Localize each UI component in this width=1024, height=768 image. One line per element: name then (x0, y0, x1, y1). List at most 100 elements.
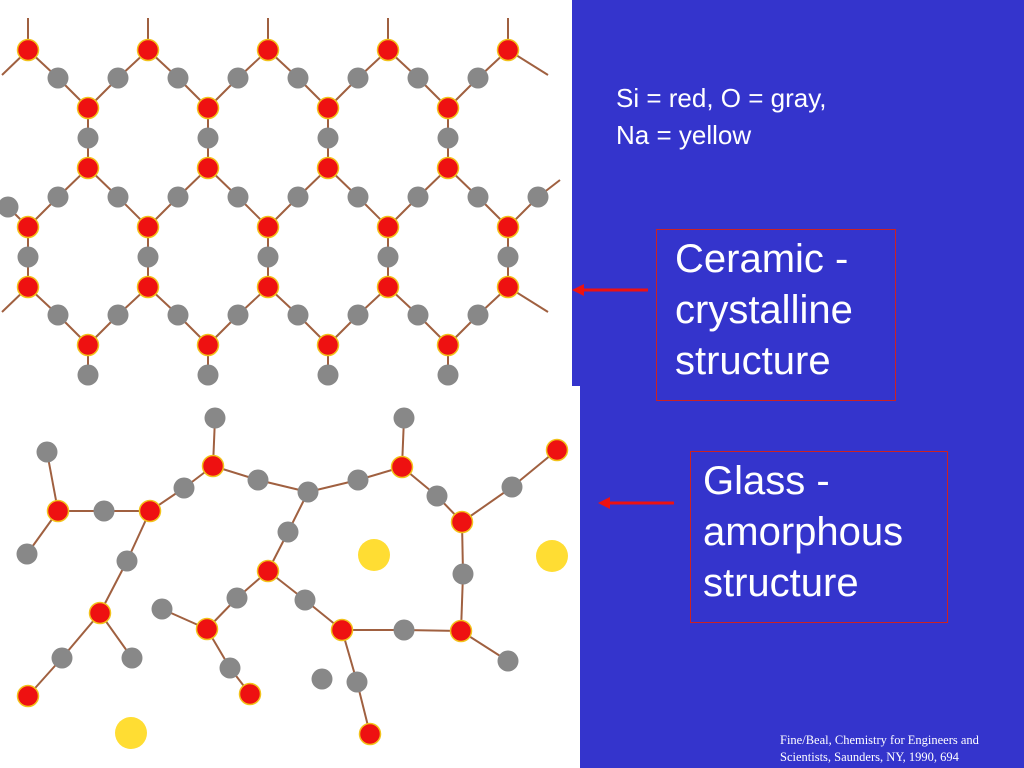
oxygen-atom (257, 246, 279, 268)
silicon-atom (449, 619, 473, 643)
silicon-atom (545, 438, 569, 462)
silicon-atom (136, 275, 160, 299)
oxygen-atom (294, 589, 316, 611)
silicon-atom (256, 275, 280, 299)
silicon-atom (76, 96, 100, 120)
oxygen-atom (77, 364, 99, 386)
glass-label-box: Glass - amorphous structure (690, 451, 948, 623)
oxygen-atom (467, 186, 489, 208)
oxygen-atom (426, 485, 448, 507)
sodium-atom (115, 717, 147, 749)
arrow-left-icon (572, 284, 648, 296)
oxygen-atom (16, 543, 38, 565)
amorphous-structure-diagram (0, 386, 580, 768)
oxygen-atom (167, 67, 189, 89)
silicon-atom (256, 559, 280, 583)
oxygen-atom (51, 647, 73, 669)
oxygen-atom (47, 67, 69, 89)
oxygen-atom (347, 186, 369, 208)
oxygen-atom (107, 186, 129, 208)
silicon-atom (16, 215, 40, 239)
oxygen-atom (226, 587, 248, 609)
silicon-atom (136, 215, 160, 239)
oxygen-atom (393, 407, 415, 429)
silicon-atom (496, 275, 520, 299)
oxygen-atom (17, 246, 39, 268)
glass-label-line-2: amorphous (703, 510, 904, 554)
silicon-atom (46, 499, 70, 523)
oxygen-atom (287, 304, 309, 326)
silicon-atom (201, 454, 225, 478)
oxygen-atom (347, 304, 369, 326)
oxygen-atom (167, 186, 189, 208)
silicon-atom (376, 275, 400, 299)
oxygen-atom (151, 598, 173, 620)
silicon-atom (256, 38, 280, 62)
sodium-atom (536, 540, 568, 572)
oxygen-atom (407, 304, 429, 326)
crystalline-lattice-svg (0, 18, 561, 386)
arrow-left-icon (598, 497, 674, 509)
silicon-atom (316, 333, 340, 357)
oxygen-atom (227, 304, 249, 326)
silicon-atom (196, 96, 220, 120)
silicon-atom (138, 499, 162, 523)
silicon-atom (88, 601, 112, 625)
silicon-atom (76, 156, 100, 180)
crystalline-structure-diagram (0, 0, 572, 386)
silicon-atom (358, 722, 382, 746)
silicon-atom (496, 38, 520, 62)
oxygen-atom (116, 550, 138, 572)
oxygen-atom (407, 67, 429, 89)
citation-line-1: Fine/Beal, Chemistry for Engineers and (780, 733, 979, 747)
oxygen-atom (377, 246, 399, 268)
oxygen-atom (287, 67, 309, 89)
atom-color-legend: Si = red, O = gray, Na = yellow (616, 80, 827, 154)
oxygen-atom (311, 668, 333, 690)
silicon-atom (16, 38, 40, 62)
oxygen-atom (467, 67, 489, 89)
oxygen-atom (407, 186, 429, 208)
silicon-atom (238, 682, 262, 706)
silicon-atom (436, 156, 460, 180)
silicon-atom (196, 156, 220, 180)
silicon-atom (450, 510, 474, 534)
silicon-atom (195, 617, 219, 641)
ceramic-label-line-3: structure (675, 339, 831, 383)
silicon-atom (316, 96, 340, 120)
oxygen-atom (197, 127, 219, 149)
oxygen-atom (93, 500, 115, 522)
oxygen-atom (497, 246, 519, 268)
oxygen-atom (317, 364, 339, 386)
silicon-atom (436, 96, 460, 120)
oxygen-atom (437, 364, 459, 386)
citation-line-2: Scientists, Saunders, NY, 1990, 694 (780, 750, 959, 764)
oxygen-atom (227, 67, 249, 89)
silicon-atom (330, 618, 354, 642)
silicon-atom (16, 275, 40, 299)
glass-label-line-1: Glass - (703, 459, 830, 503)
oxygen-atom (47, 186, 69, 208)
silicon-atom (76, 333, 100, 357)
silicon-atom (376, 215, 400, 239)
oxygen-atom (527, 186, 549, 208)
amorphous-network-svg (16, 407, 569, 749)
silicon-atom (316, 156, 340, 180)
oxygen-atom (204, 407, 226, 429)
oxygen-atom (137, 246, 159, 268)
oxygen-atom (173, 477, 195, 499)
oxygen-atom (393, 619, 415, 641)
oxygen-atom (467, 304, 489, 326)
oxygen-atom (107, 304, 129, 326)
oxygen-atom (227, 186, 249, 208)
oxygen-atom (167, 304, 189, 326)
silicon-atom (16, 684, 40, 708)
ceramic-label-box: Ceramic - crystalline structure (656, 229, 896, 401)
oxygen-atom (317, 127, 339, 149)
oxygen-atom (346, 671, 368, 693)
oxygen-atom (347, 469, 369, 491)
oxygen-atom (297, 481, 319, 503)
oxygen-atom (47, 304, 69, 326)
silicon-atom (136, 38, 160, 62)
oxygen-atom (497, 650, 519, 672)
